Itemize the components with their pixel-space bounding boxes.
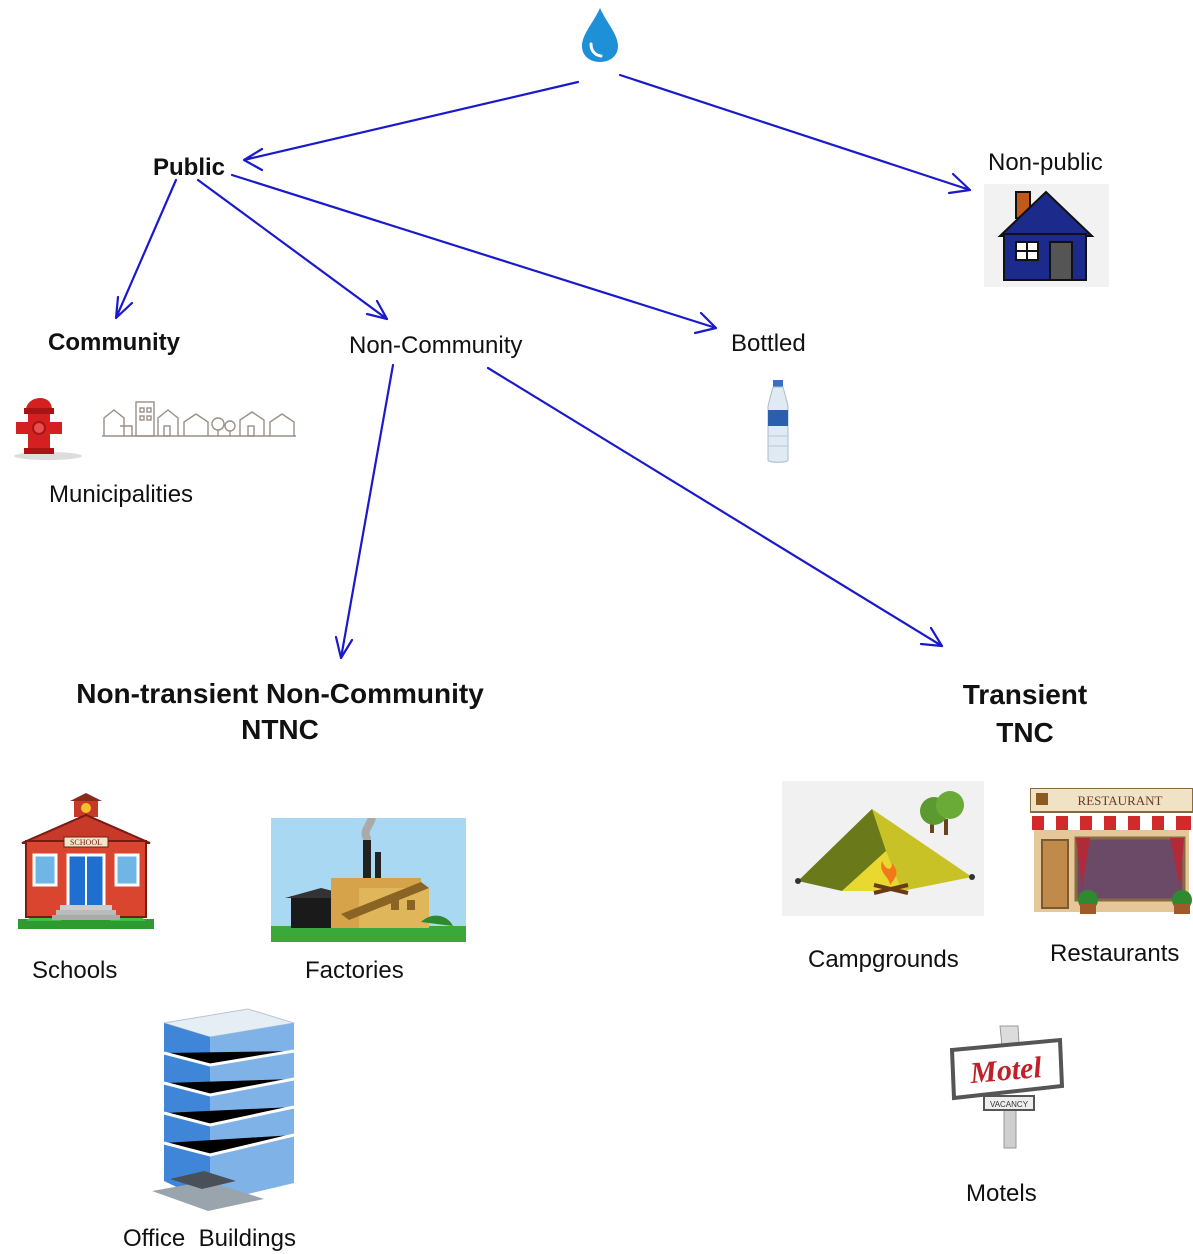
node-public: Public <box>153 154 226 181</box>
factory-icon <box>271 818 466 942</box>
node-ntnc-line1: Non-transient Non-Community <box>76 678 484 709</box>
water-bottle-icon <box>762 380 794 464</box>
campground-tent-icon <box>782 781 984 916</box>
example-campgrounds: Campgrounds <box>808 946 959 973</box>
example-schools: Schools <box>32 957 118 984</box>
school-sign-text: SCHOOL <box>70 838 102 847</box>
water-drop-icon <box>580 6 620 64</box>
node-tnc-line2: TNC <box>996 717 1054 748</box>
arrow-noncommunity-to-ntnc <box>334 363 395 660</box>
example-restaurants: Restaurants <box>1050 940 1180 967</box>
arrow-public-to-noncommunity <box>196 178 389 321</box>
arrow-noncommunity-to-tnc <box>486 366 944 648</box>
node-non-community: Non-Community <box>349 332 523 359</box>
school-building-icon: SCHOOL <box>18 793 154 929</box>
arrow-public-to-bottled <box>230 173 718 335</box>
arrow-root-to-nonpublic <box>618 73 972 195</box>
node-community: Community <box>48 329 180 356</box>
example-factories: Factories <box>305 957 404 984</box>
node-tnc-line1: Transient <box>962 679 1088 710</box>
node-non-public: Non-public <box>988 149 1103 176</box>
town-skyline-icon <box>100 396 298 438</box>
node-ntnc: Non-transient Non-Community NTNC <box>60 676 500 748</box>
motel-sign-icon: Motel VACANCY <box>948 1022 1066 1150</box>
office-building-icon <box>148 1007 298 1213</box>
example-office-buildings: Office Buildings <box>123 1225 296 1252</box>
node-ntnc-line2: NTNC <box>241 714 319 745</box>
example-municipalities: Municipalities <box>49 481 194 508</box>
motel-sign-text: Motel <box>968 1051 1044 1090</box>
restaurant-storefront-icon: RESTAURANT <box>1030 788 1193 918</box>
arrow-root-to-public <box>242 80 580 172</box>
example-motels: Motels <box>966 1180 1037 1207</box>
arrow-public-to-community <box>114 178 178 320</box>
restaurant-sign-text: RESTAURANT <box>1078 793 1163 808</box>
node-bottled: Bottled <box>731 330 806 357</box>
fire-hydrant-icon <box>12 386 84 460</box>
node-tnc: Transient TNC <box>925 676 1125 752</box>
vacancy-sign-text: VACANCY <box>990 1100 1029 1109</box>
house-icon <box>984 184 1109 287</box>
